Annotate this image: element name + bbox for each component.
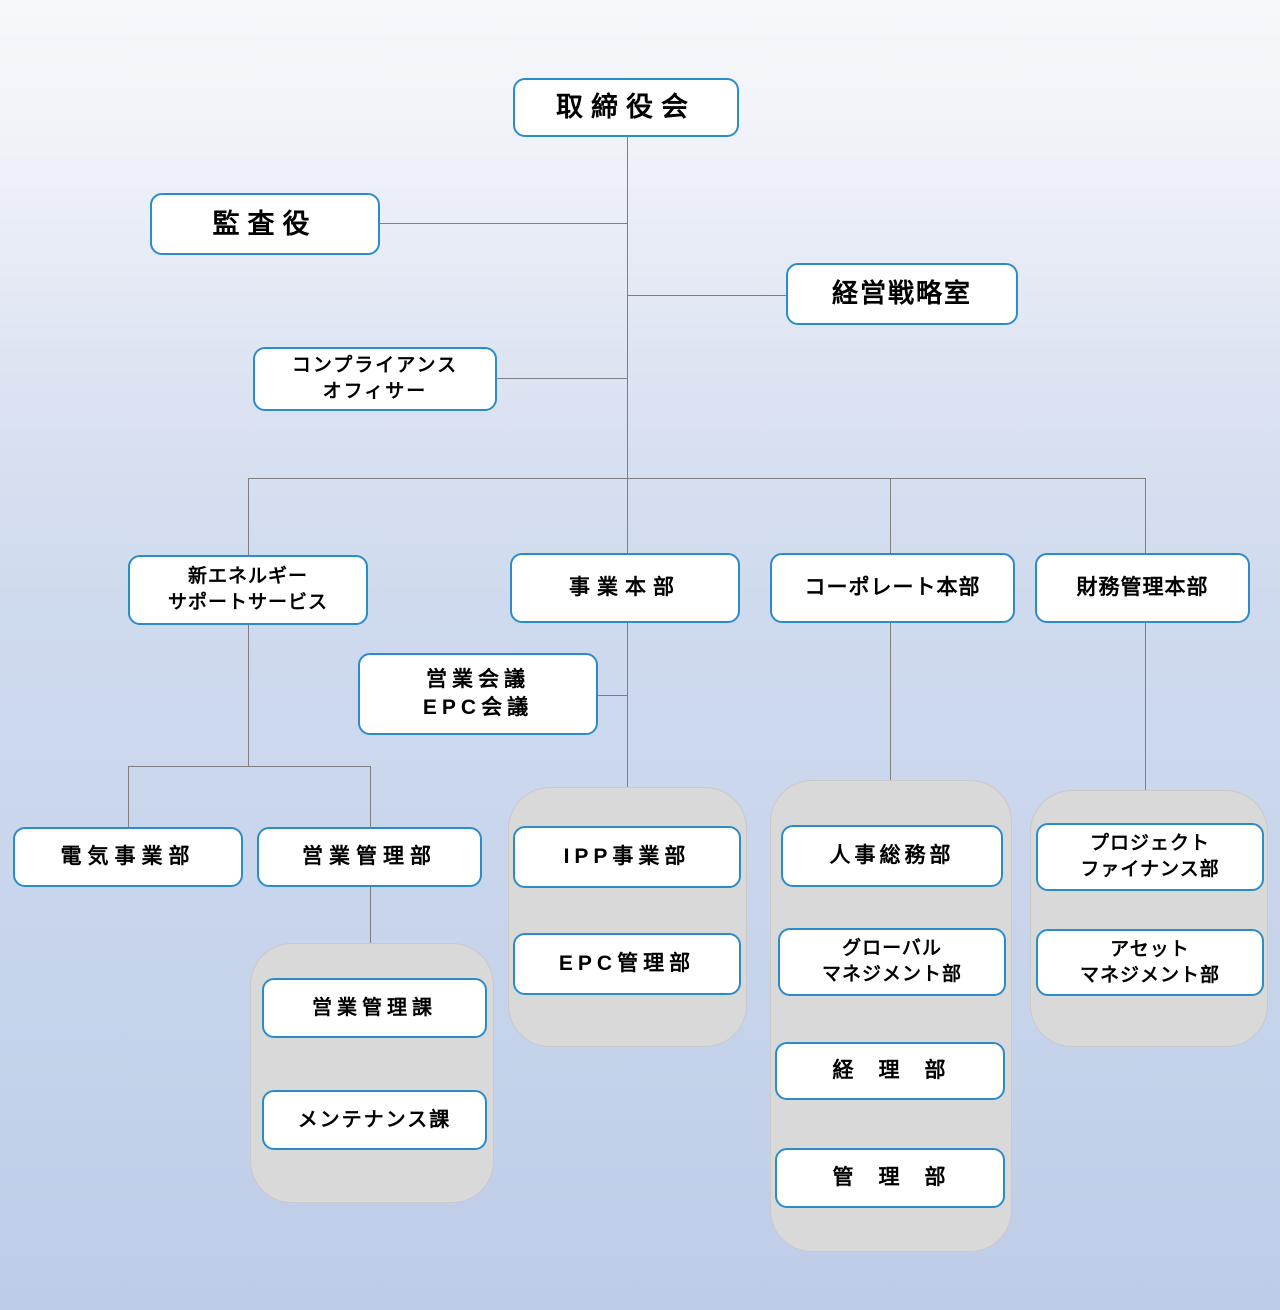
node-financial-management-headquarters-label: 財務管理本部 [1076,575,1209,599]
connector-sales-meeting [598,695,627,696]
node-project-finance-dept-label: プロジェクト ファイナンス部 [1080,833,1220,880]
connector-business-group [627,623,628,787]
node-accounting-dept-label: 経 理 部 [832,1058,948,1082]
node-asset-management-dept: アセット マネジメント部 [1036,929,1264,996]
node-auditor-label: 監査役 [212,208,318,239]
node-compliance-officer: コンプライアンス オフィサー [253,347,497,411]
node-sales-management-dept-label: 営業管理部 [302,844,437,868]
node-administration-dept-label: 管 理 部 [832,1165,948,1189]
node-new-energy-support-service-label: 新エネルギー サポートサービス [167,566,328,613]
node-financial-management-headquarters: 財務管理本部 [1035,553,1250,623]
node-electric-business-dept-label: 電気事業部 [60,844,196,868]
connector-salesmgmt-group [370,887,371,943]
node-project-finance-dept: プロジェクト ファイナンス部 [1036,823,1264,891]
connector-strategy [627,295,786,296]
node-epc-management-dept-label: EPC管理部 [558,951,696,975]
node-maintenance-section: メンテナンス課 [262,1090,487,1150]
node-management-strategy-office-label: 経営戦略室 [831,278,972,309]
connector-drop-salesmgmt [370,766,371,827]
connector-newenergy-bar [128,766,370,767]
node-compliance-officer-label: コンプライアンス オフィサー [291,355,459,402]
connector-corporate-group [890,623,891,780]
node-hr-general-affairs-dept-label: 人事総務部 [829,843,955,867]
node-business-headquarters: 事業本部 [510,553,740,623]
node-business-headquarters-label: 事業本部 [569,575,681,599]
connector-compliance [497,378,627,379]
node-global-management-dept-label: グローバル マネジメント部 [821,938,962,985]
connector-drop-business [627,478,628,553]
node-new-energy-support-service: 新エネルギー サポートサービス [128,555,368,625]
node-sales-management-dept: 営業管理部 [257,827,482,887]
node-management-strategy-office: 経営戦略室 [786,263,1018,325]
node-sales-management-section-label: 営業管理課 [312,996,437,1019]
node-sales-epc-meeting: 営業会議 EPC会議 [358,653,598,735]
connector-newenergy-stem [248,625,249,766]
connector-auditor [380,223,627,224]
connector-drop-corporate [890,478,891,553]
node-ipp-business-dept: IPP事業部 [513,826,741,888]
node-administration-dept: 管 理 部 [775,1148,1005,1208]
node-accounting-dept: 経 理 部 [775,1042,1005,1100]
connector-finance-group [1145,623,1146,790]
node-sales-management-section: 営業管理課 [262,978,487,1038]
connector-board-trunk [627,137,628,478]
connector-drop-finance [1145,478,1146,553]
node-asset-management-dept-label: アセット マネジメント部 [1079,938,1220,986]
node-epc-management-dept: EPC管理部 [513,933,741,995]
connector-branch-bar [248,478,1145,479]
node-corporate-headquarters-label: コーポレート本部 [804,575,981,599]
node-auditor: 監査役 [150,193,380,255]
node-maintenance-section-label: メンテナンス課 [297,1108,452,1131]
node-electric-business-dept: 電気事業部 [13,827,243,887]
node-global-management-dept: グローバル マネジメント部 [778,928,1006,996]
node-corporate-headquarters: コーポレート本部 [770,553,1015,623]
node-board-of-directors-label: 取締役会 [556,92,696,123]
node-ipp-business-dept-label: IPP事業部 [563,844,691,868]
node-board-of-directors: 取締役会 [513,78,739,137]
node-sales-epc-meeting-label: 営業会議 EPC会議 [422,667,534,719]
node-hr-general-affairs-dept: 人事総務部 [781,825,1003,887]
connector-drop-electric [128,766,129,827]
connector-drop-newenergy [248,478,249,555]
